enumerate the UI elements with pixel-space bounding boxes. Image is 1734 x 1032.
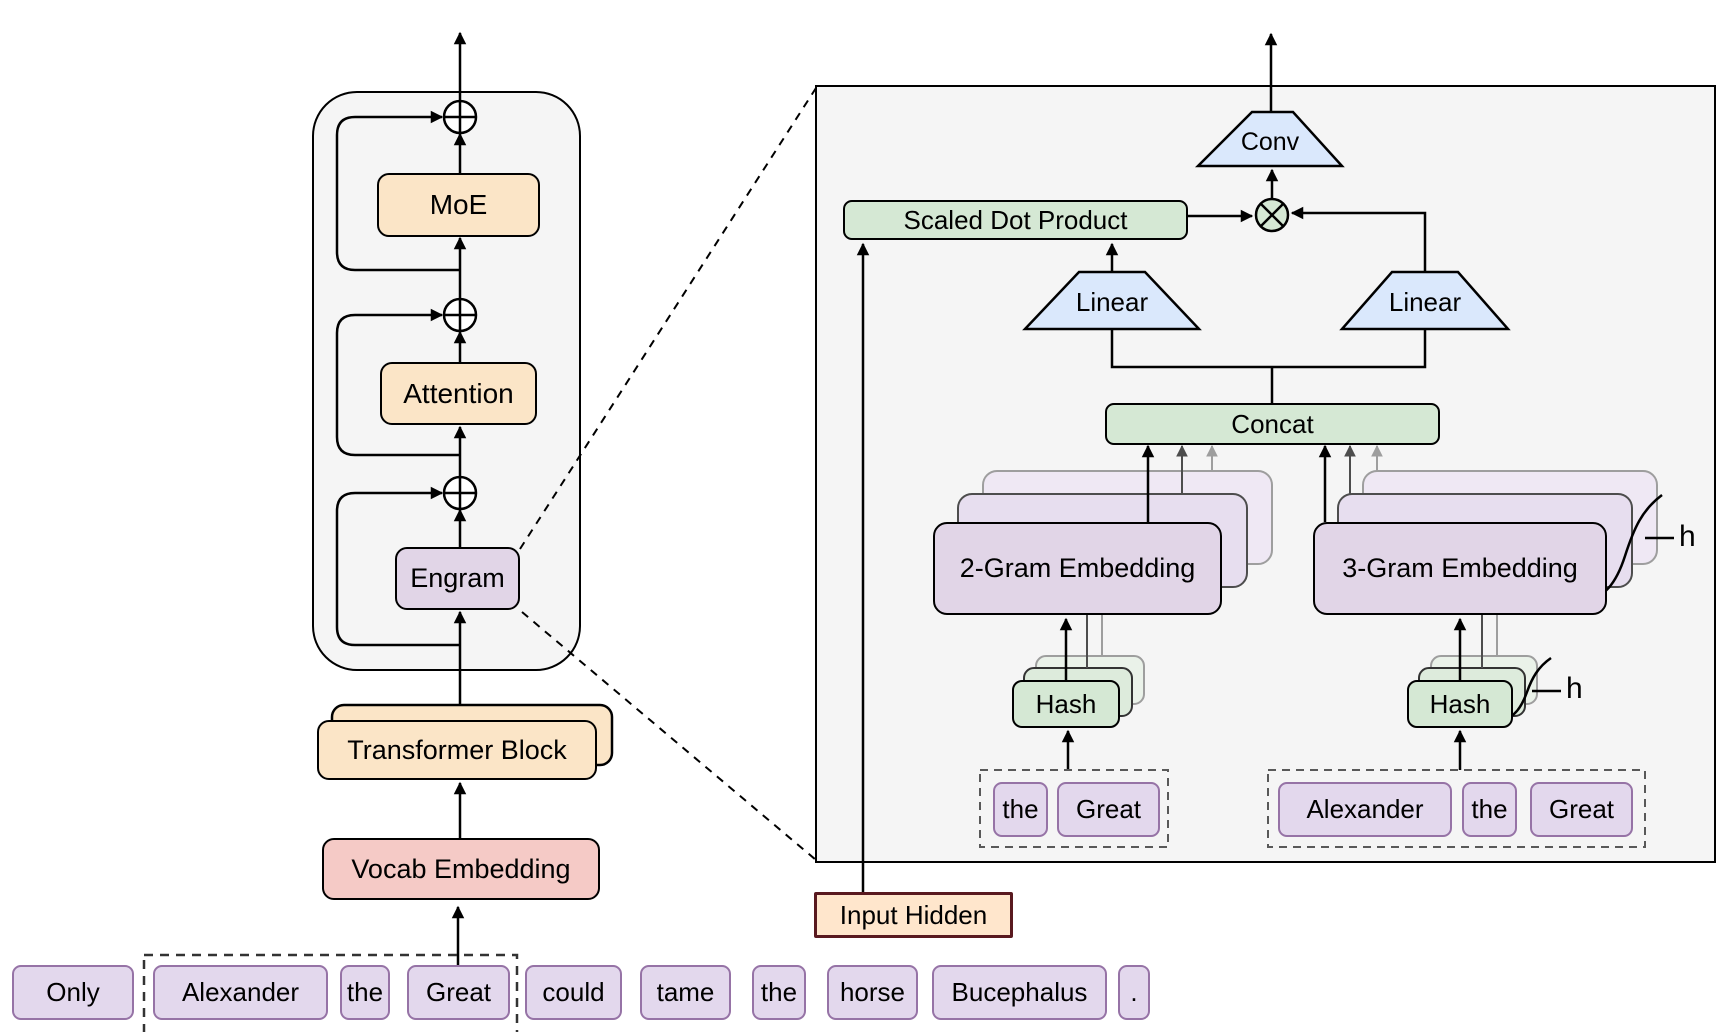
sentence-token: Alexander [153,965,328,1020]
skip-connection-engram [335,486,460,647]
linear-left-trapezoid [1022,270,1202,331]
multiply-icon [1254,197,1290,233]
sentence-ngram-dashed-box [142,953,519,1032]
arrow-linear-to-multiply [1290,206,1427,272]
linear-right-label: Linear [1388,286,1462,317]
callout-line-top [519,87,817,550]
engram-block: Engram [395,547,520,610]
vocab-embedding-block: Vocab Embedding [322,838,600,900]
trigram-dashed-box [1267,769,1646,848]
scaled-dot-product-block: Scaled Dot Product [843,200,1188,240]
residual-add-icon [442,297,478,333]
input-hidden-block: Input Hidden [814,892,1013,938]
sentence-token: tame [640,965,731,1020]
conv-label: Conv [1240,127,1300,156]
sentence-token: Great [407,965,510,1020]
sentence-token: Only [12,965,134,1020]
two-gram-embedding-block: 2-Gram Embedding [933,522,1222,615]
trigram-token: the [1462,782,1517,837]
three-gram-embedding-block: 3-Gram Embedding [1313,522,1607,615]
skip-connection-moe [335,110,460,272]
wire-concat-to-linears [1110,329,1427,403]
sentence-token: . [1118,965,1150,1020]
residual-add-icon [442,99,478,135]
skip-connection-attention [335,308,460,457]
bigram-token: Great [1057,782,1160,837]
sentence-token: could [525,965,622,1020]
embedding-heads-label: h [1679,520,1696,553]
attention-block: Attention [380,362,537,425]
concat-block: Concat [1105,403,1440,445]
hash-heads-label: h [1566,672,1583,705]
sentence-token: horse [827,965,918,1020]
sentence-token: the [340,965,390,1020]
bigram-token: the [993,782,1048,837]
bigram-dashed-box [979,769,1169,848]
hash-right-block: Hash [1407,680,1513,728]
moe-block: MoE [377,173,540,237]
residual-add-icon [442,475,478,511]
sentence-token: Bucephalus [932,965,1107,1020]
linear-right-trapezoid [1339,270,1511,331]
conv-trapezoid [1194,110,1345,168]
trigram-token: Alexander [1278,782,1452,837]
sentence-token: the [752,965,806,1020]
hash-left-block: Hash [1012,680,1120,728]
transformer-block: Transformer Block [317,720,597,780]
trigram-token: Great [1530,782,1633,837]
linear-left-label: Linear [1075,286,1149,317]
callout-line-bottom [521,611,817,861]
